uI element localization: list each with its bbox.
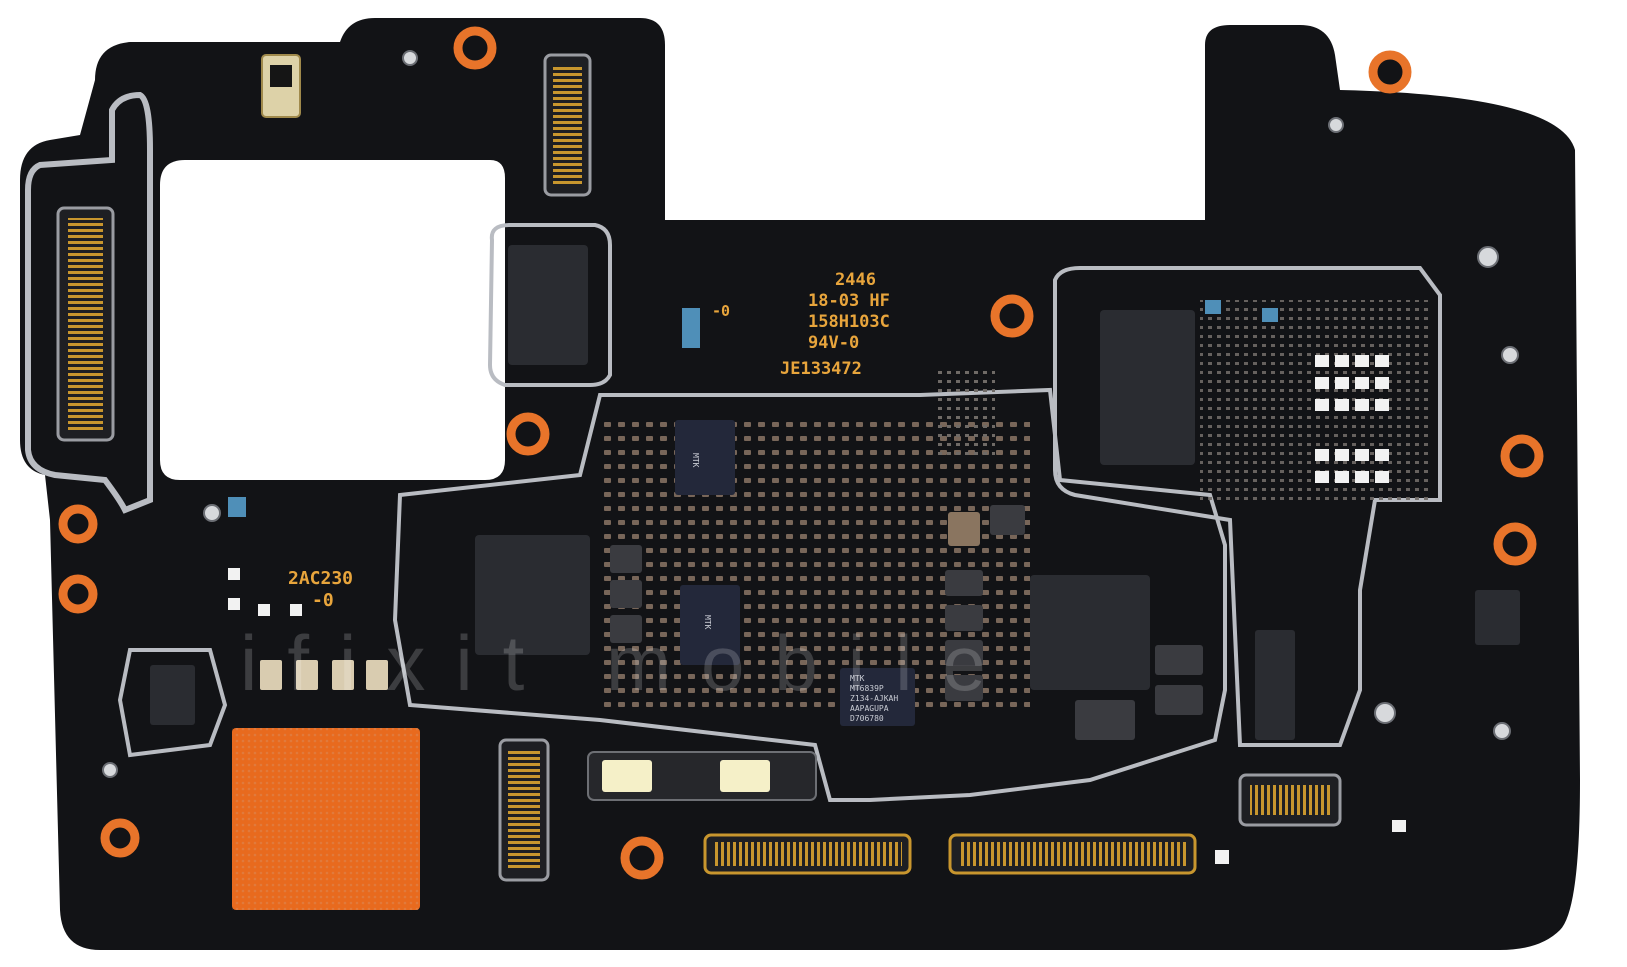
shield-frame-right [1053,266,1442,747]
chip-top-shield [508,245,588,365]
pmic-mid-label: MTK [703,615,712,630]
flash-led-2 [720,760,770,792]
chip-left-small [150,665,195,725]
chip-left-large [475,535,590,655]
shield-frame-left [117,648,228,758]
silk-small-mark: -0 [712,302,730,320]
soc-label-5: D706780 [850,714,884,723]
pmic-mid [680,585,740,665]
silk-top-line-5: JE133472 [780,359,862,379]
chip-right-top [1100,310,1195,465]
blue-components [228,300,1278,517]
cutout-shield-edge [25,91,153,514]
silk-top-line-3: 158H103C [808,312,890,332]
chip-right-edge [1475,590,1520,645]
white-pad-array [1315,355,1389,483]
small-chips-left [260,660,388,690]
silk-top-line-1: 2446 [835,270,876,290]
passives-top-mid [935,370,995,460]
inductors [610,505,1203,740]
pmic-top-label: MTK [691,453,700,468]
silk-left-line-1: 2AC230 [288,568,353,589]
soc-label-1: MTK [850,674,865,683]
flash-led-1 [602,760,652,792]
mounting-holes [58,26,1544,880]
shield-frame-main [392,387,1227,802]
silk-left-line-2: -0 [312,590,334,611]
pmic-top [675,420,735,495]
silk-top-line-2: 18-03 HF [808,291,890,311]
silk-top-line-4: 94V-0 [808,333,859,353]
soc-label-3: Z134-AJKAH [850,694,898,703]
soc-chip [840,668,915,726]
chip-right-mid [1255,630,1295,740]
soc-label-2: MT6839P [850,684,884,693]
watermark-text: ifixit mobile [240,619,1016,707]
shield-frame-top [487,223,612,387]
white-pads-left [228,568,1406,864]
board-cutout [160,160,505,480]
inductor-gold [948,512,980,546]
antenna-connectors [102,50,1519,778]
soc-label-4: AAPAGUPA [850,704,889,713]
chip-right-large [1030,575,1150,690]
